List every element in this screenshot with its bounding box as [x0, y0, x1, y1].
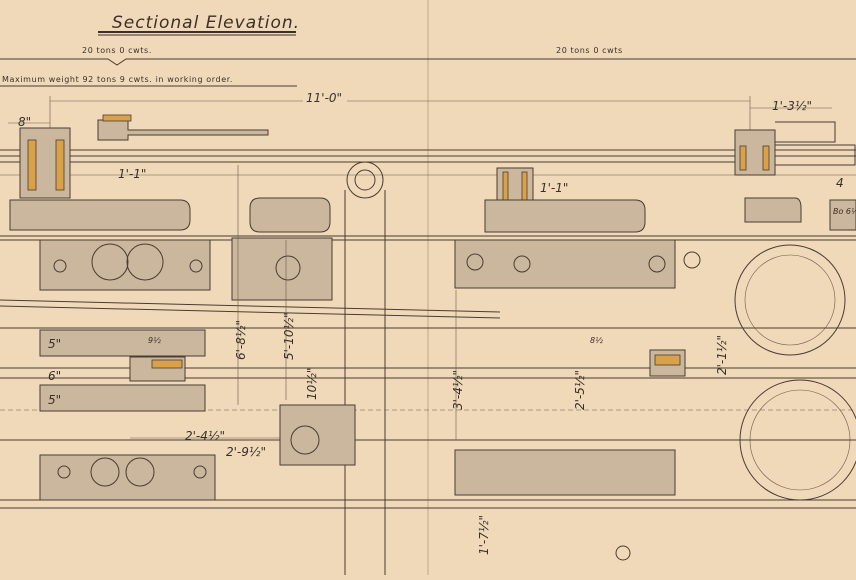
coupling-rod-boss — [249, 197, 331, 233]
brass-bush — [151, 359, 183, 369]
brass-bush — [502, 171, 509, 201]
axle-box-middle — [454, 239, 676, 289]
dim-height-a: 6'-8½" — [234, 320, 248, 360]
bearing — [90, 457, 120, 487]
lever — [97, 119, 269, 141]
coupling-rod-left — [9, 199, 191, 231]
bolt — [513, 255, 531, 273]
link-block — [279, 404, 356, 466]
maximum-weight: Maximum weight 92 tons 9 cwts. in workin… — [2, 75, 233, 84]
boss-block — [829, 199, 856, 231]
bolt — [57, 465, 71, 479]
dim-frac-a: 9½ — [148, 336, 161, 345]
bearing — [125, 457, 155, 487]
brass-cap — [102, 114, 132, 122]
dim-low: 1'-7½" — [477, 515, 491, 555]
bolt — [615, 545, 631, 561]
dim-span-a: 2'-4½" — [185, 429, 225, 443]
dim-height-b: 5'-10½" — [282, 312, 296, 360]
dim-block-a: 5" — [48, 337, 61, 351]
brass-bush — [654, 354, 681, 366]
left-axle-weight: 20 tons 0 cwts. — [82, 46, 152, 55]
dim-edge-b: Bo 6½ — [833, 207, 856, 216]
bolt — [683, 251, 701, 269]
wheel-upper — [734, 244, 846, 356]
dim-height-c: 3'-4½" — [451, 370, 465, 410]
bearing — [126, 243, 164, 281]
dim-block-b: 6" — [48, 369, 61, 383]
axle-box-lower-middle — [454, 449, 676, 496]
brass-bush — [762, 145, 770, 171]
bolt — [466, 253, 484, 271]
right-axle-weight: 20 tons 0 cwts — [556, 46, 623, 55]
bolt — [648, 255, 666, 273]
label-bg — [303, 90, 347, 104]
crank-pin — [346, 161, 384, 199]
brass-bush — [739, 145, 747, 171]
dim-left-offset: 8" — [18, 115, 31, 129]
coupling-rod-right — [744, 197, 802, 223]
wheel-rim — [744, 254, 836, 346]
brass-bush — [521, 171, 528, 201]
bolt — [275, 255, 301, 281]
dim-height-e: 2'-5½" — [573, 370, 587, 410]
brass-bush — [55, 139, 65, 191]
dim-rod-right: 1'-1" — [540, 181, 568, 195]
dim-height-d: 2'-1½" — [715, 335, 729, 375]
dim-edge-a: 4 — [836, 176, 844, 190]
bolt — [193, 465, 207, 479]
coupling-rod-middle — [484, 199, 646, 233]
brass-bush — [27, 139, 37, 191]
rod-end-middle — [496, 167, 534, 204]
bearing — [91, 243, 129, 281]
spring-block-top — [39, 329, 206, 357]
fork-end — [775, 121, 856, 166]
weight-line — [0, 58, 856, 66]
dim-small-a: 10½" — [305, 368, 319, 400]
bolt — [53, 259, 67, 273]
drawing-title: Sectional Elevation. — [112, 13, 300, 33]
axle-box-lower — [39, 454, 216, 501]
valve-rod — [0, 305, 501, 319]
bolt — [189, 259, 203, 273]
spring-block-bottom — [39, 384, 206, 412]
guide-block — [231, 237, 333, 301]
valve-rod — [0, 299, 501, 313]
pin — [290, 425, 320, 455]
crank-pin-inner — [354, 169, 376, 191]
dim-frac-b: 8½ — [590, 336, 603, 345]
dim-span-b: 2'-9½" — [226, 445, 266, 459]
dim-rod-left: 1'-1" — [118, 167, 146, 181]
axle-box-left — [39, 239, 211, 291]
dim-right-link: 1'-3½" — [772, 99, 812, 113]
dim-block-c: 5" — [48, 393, 61, 407]
dim-overall: 11'-0" — [306, 91, 342, 105]
